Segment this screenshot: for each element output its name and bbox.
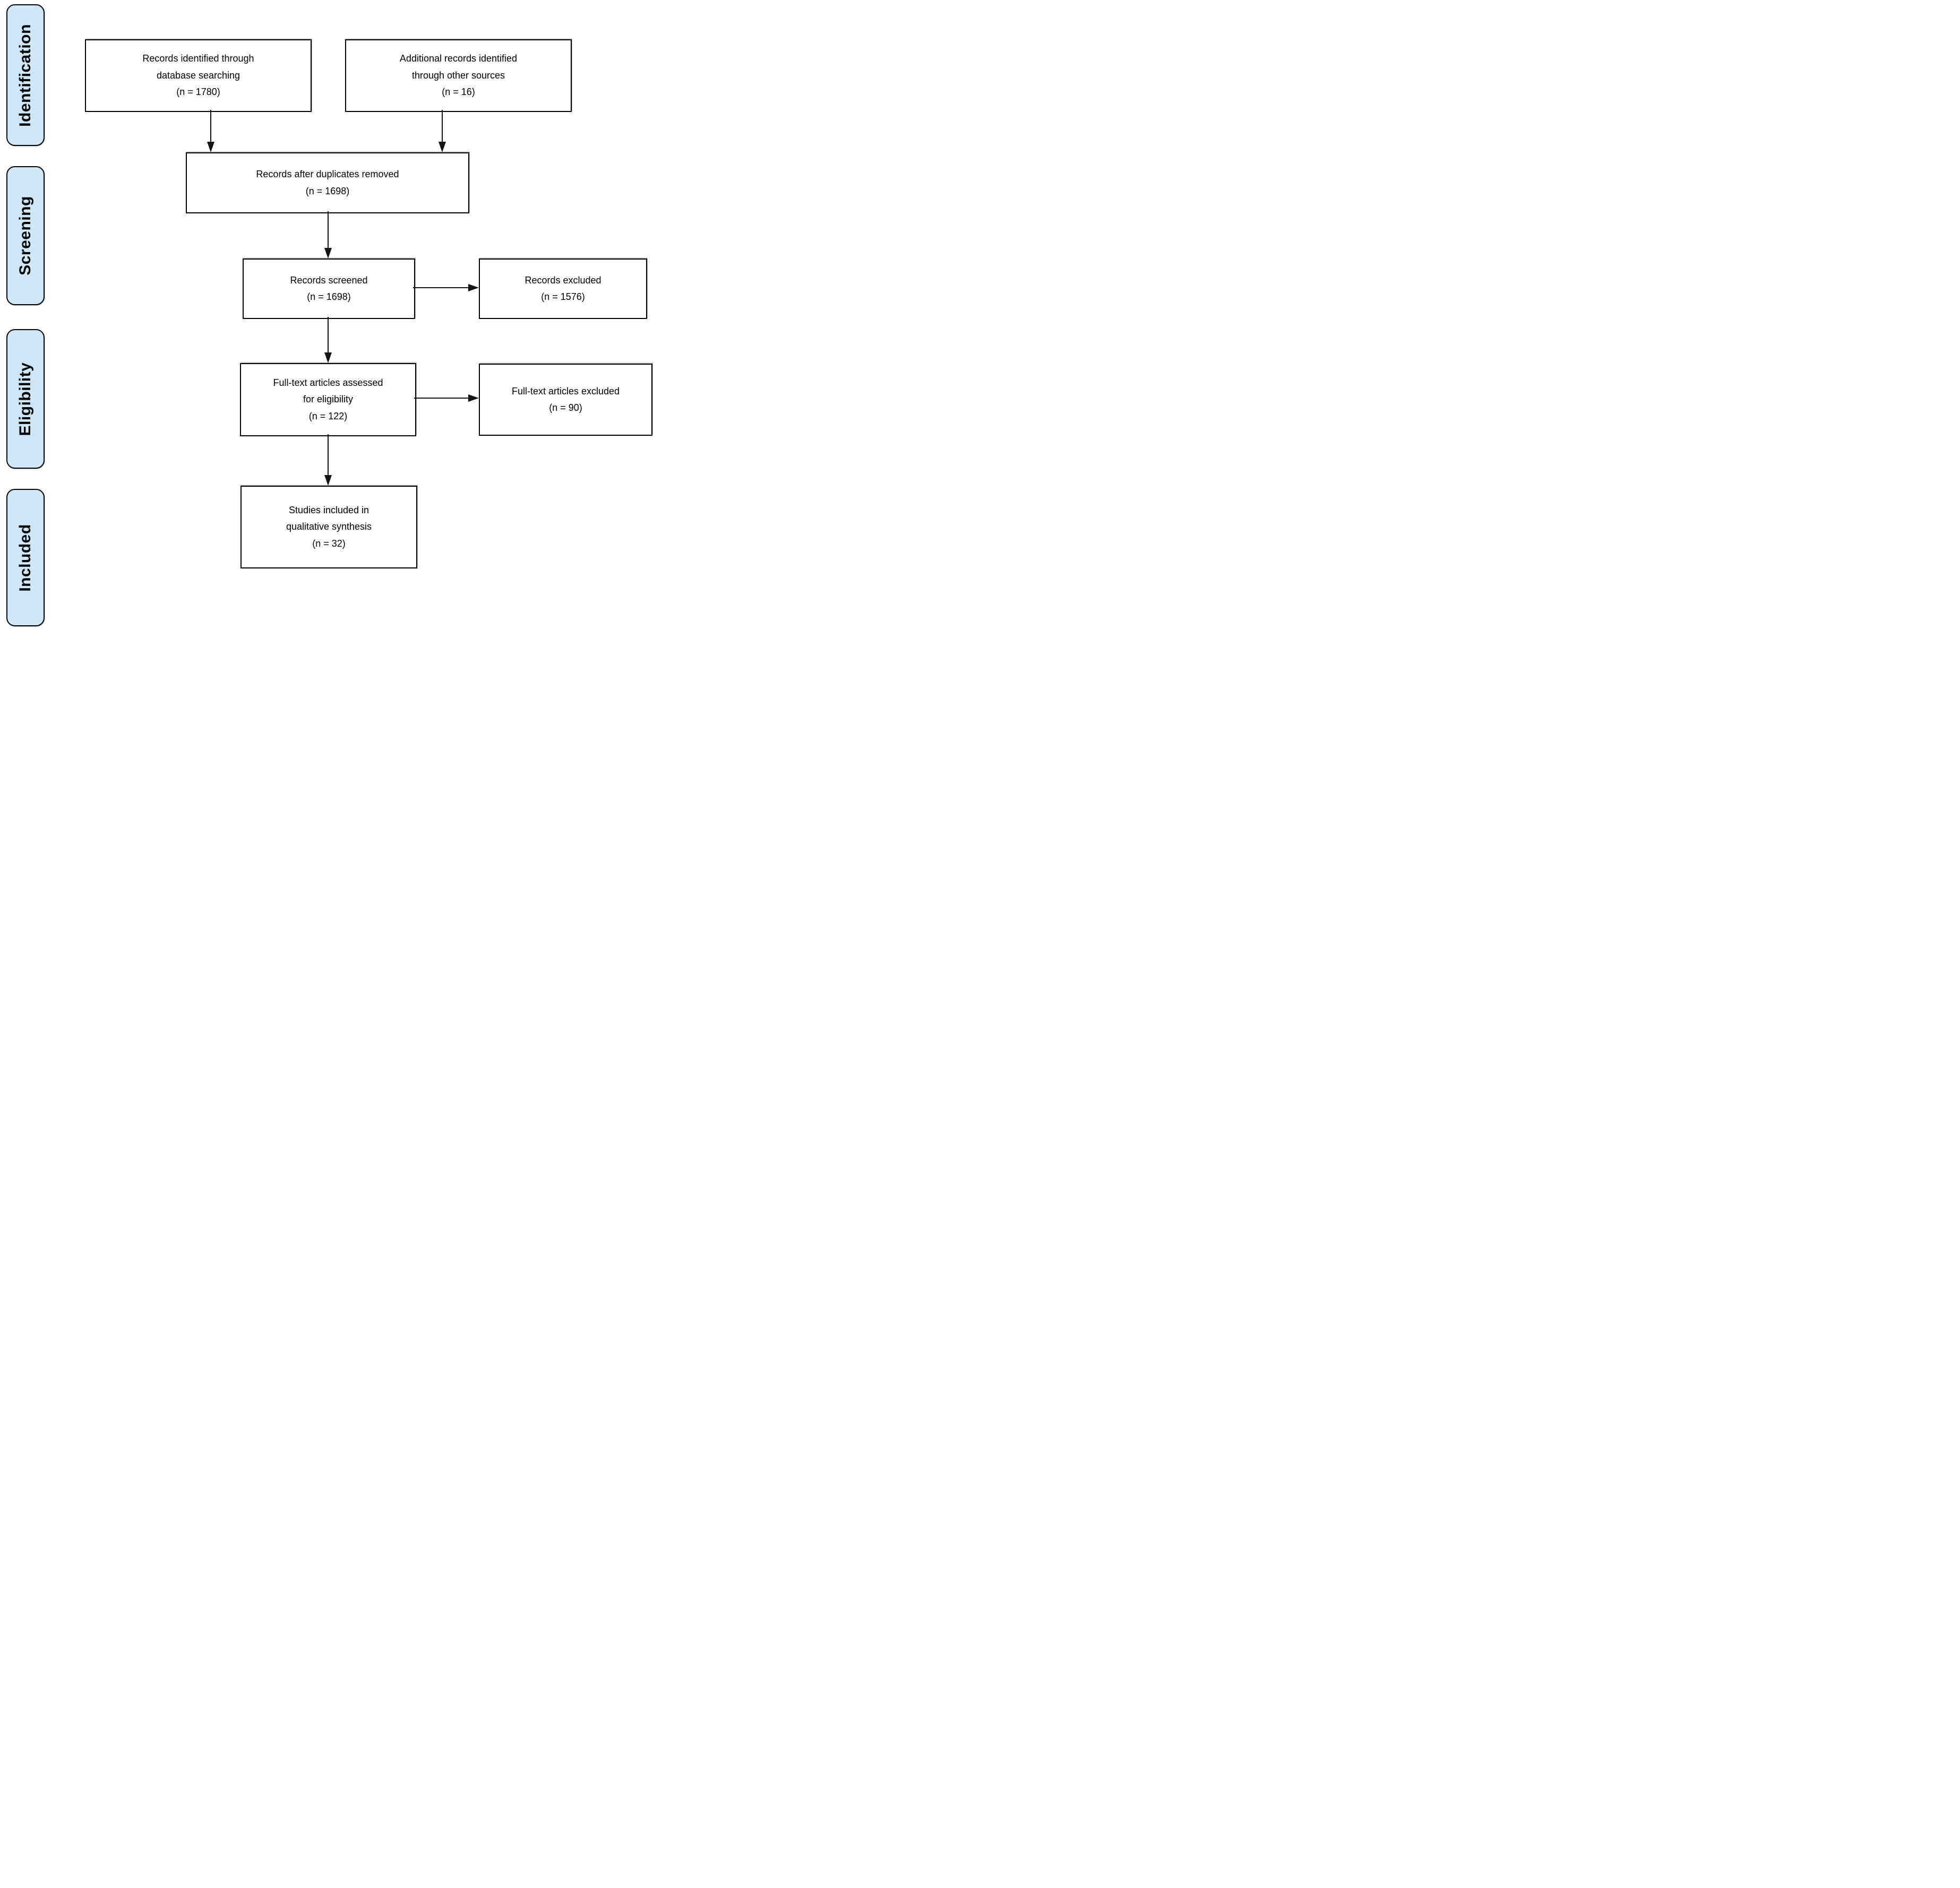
box-studies-included-count: (n = 32) [312,538,346,549]
box-fulltext-excluded-line1: Full-text articles excluded [511,385,620,396]
stage-screening: Screening [6,166,45,305]
box-additional-records-count: (n = 16) [442,87,475,98]
box-records-excluded-count: (n = 1576) [541,291,585,302]
box-studies-included-line1: Studies included in [288,504,369,515]
box-fulltext-excluded: Full-text articles excluded (n = 90) [479,364,652,436]
box-after-duplicates-line1: Records after duplicates removed [256,169,399,179]
box-studies-included: Studies included in qualitative synthesi… [240,486,417,568]
box-after-duplicates-count: (n = 1698) [305,185,350,196]
stage-included: Included [6,489,45,626]
box-fulltext-assessed: Full-text articles assessed for eligibil… [240,363,416,436]
box-records-identified-line1: Records identified through [142,53,254,64]
box-records-excluded: Records excluded (n = 1576) [479,258,647,319]
stage-included-label: Included [16,523,34,592]
box-additional-records: Additional records identified through ot… [345,39,572,112]
box-records-screened-line1: Records screened [290,274,368,286]
arrow-screened-to-excluded [413,284,479,291]
box-after-duplicates: Records after duplicates removed (n = 16… [186,152,469,213]
stage-eligibility-label: Eligibility [16,362,34,436]
box-fulltext-assessed-count: (n = 122) [308,410,348,421]
stage-identification: Identification [6,4,45,146]
box-fulltext-excluded-count: (n = 90) [549,402,582,413]
box-records-excluded-line1: Records excluded [525,274,601,286]
box-records-screened-count: (n = 1698) [307,291,351,302]
arrow-deduped-to-screened [324,211,332,258]
arrow-additional-to-deduped [439,110,446,152]
arrow-screened-to-fulltext [324,317,332,363]
box-fulltext-assessed-line2: for eligibility [303,394,354,405]
stage-identification-label: Identification [16,23,34,127]
box-additional-records-line2: through other sources [411,70,505,81]
arrow-identified-to-deduped [207,110,214,152]
box-studies-included-line2: qualitative synthesis [286,521,372,532]
prisma-flow-diagram: Identification Screening Eligibility Inc… [0,0,654,630]
box-records-identified: Records identified through database sear… [85,39,312,112]
box-records-identified-count: (n = 1780) [176,87,220,98]
box-records-screened: Records screened (n = 1698) [243,258,415,319]
arrow-fulltext-to-included [324,434,332,486]
box-additional-records-line1: Additional records identified [399,53,518,64]
arrow-fulltext-to-excluded [414,394,479,402]
stage-screening-label: Screening [16,196,34,275]
box-records-identified-line2: database searching [156,70,240,81]
box-fulltext-assessed-line1: Full-text articles assessed [273,377,383,388]
stage-eligibility: Eligibility [6,329,45,469]
